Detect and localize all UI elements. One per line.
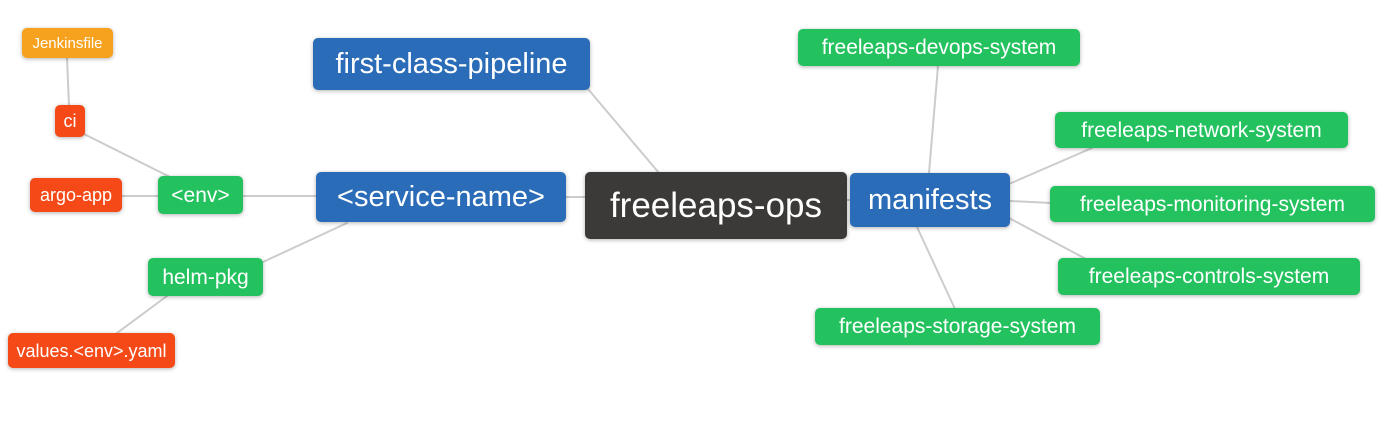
edge-manifests-network-system: [1008, 147, 1093, 185]
node-network-system[interactable]: freeleaps-network-system: [1055, 112, 1348, 148]
node-devops-system[interactable]: freeleaps-devops-system: [798, 29, 1080, 66]
edge-manifests-storage-system: [916, 226, 956, 310]
node-freeleaps-ops[interactable]: freeleaps-ops: [585, 172, 847, 239]
node-storage-system[interactable]: freeleaps-storage-system: [815, 308, 1100, 345]
node-service-name[interactable]: <service-name>: [316, 172, 566, 222]
node-manifests[interactable]: manifests: [850, 173, 1010, 227]
edge-manifests-controls-system: [1008, 217, 1087, 260]
edge-helm-pkg-values-env-yaml: [116, 295, 168, 334]
edge-manifests-monitoring-system: [1009, 200, 1052, 204]
node-jenkinsfile[interactable]: Jenkinsfile: [22, 28, 113, 58]
node-ci[interactable]: ci: [55, 105, 85, 137]
node-env[interactable]: <env>: [158, 176, 243, 214]
node-controls-system[interactable]: freeleaps-controls-system: [1058, 258, 1360, 295]
node-values-env-yaml[interactable]: values.<env>.yaml: [8, 333, 175, 368]
edge-jenkinsfile-ci: [66, 57, 70, 107]
node-argo-app[interactable]: argo-app: [30, 178, 122, 212]
node-monitoring-system[interactable]: freeleaps-monitoring-system: [1050, 186, 1375, 222]
edge-manifests-devops-system: [928, 65, 939, 174]
edge-ci-env: [81, 132, 173, 179]
edge-helm-pkg-service-name: [262, 222, 348, 263]
edge-first-class-pipeline-freeleaps-ops: [587, 88, 660, 174]
node-first-class-pipeline[interactable]: first-class-pipeline: [313, 38, 590, 90]
node-helm-pkg[interactable]: helm-pkg: [148, 258, 263, 296]
